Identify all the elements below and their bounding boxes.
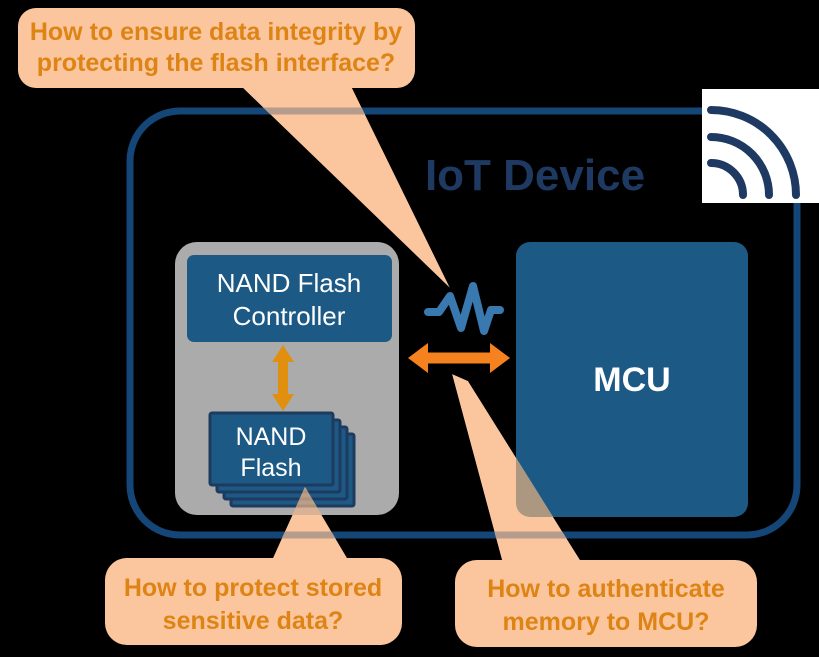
nand-flash-card bbox=[208, 411, 335, 487]
callout-top-tail-shape bbox=[243, 88, 450, 288]
wifi-arc-middle bbox=[707, 133, 773, 199]
nand-flash-stack: NAND Flash bbox=[208, 411, 356, 508]
iot-device-outline bbox=[126, 107, 801, 539]
wifi-icon-background bbox=[702, 89, 819, 203]
callout-bottom-right-body bbox=[455, 560, 757, 647]
nand-flash-controller-label-line1: NAND Flash bbox=[217, 268, 361, 298]
pulse-signal-icon bbox=[424, 282, 504, 335]
nand-flash-controller-label-line2: Controller bbox=[233, 301, 346, 331]
mcu-box bbox=[516, 242, 748, 517]
mcu-label: MCU bbox=[593, 361, 670, 399]
callout-top: How to ensure data integrity by protecti… bbox=[18, 8, 415, 88]
wifi-icon bbox=[702, 89, 819, 203]
callout-bottom-right-line2: memory to MCU? bbox=[503, 608, 710, 636]
callout-bottom-right: How to authenticate memory to MCU? bbox=[455, 560, 757, 647]
iot-device-title: IoT Device bbox=[425, 151, 645, 200]
callout-bottom-left: How to protect stored sensitive data? bbox=[105, 558, 402, 645]
wifi-arc-inner bbox=[707, 159, 747, 199]
callout-bottom-left-body bbox=[105, 558, 402, 645]
callout-bottom-left-line1: How to protect stored bbox=[124, 574, 382, 602]
callout-top-line2: protecting the flash interface? bbox=[37, 49, 395, 77]
nand-flash-label-line1: NAND bbox=[236, 423, 307, 451]
callout-top-body bbox=[18, 8, 415, 88]
controller-flash-double-arrow-icon bbox=[272, 345, 294, 411]
flash-mcu-double-arrow-icon bbox=[408, 343, 510, 373]
callout-bottom-left-line2: sensitive data? bbox=[163, 607, 344, 635]
callout-top-line1: How to ensure data integrity by bbox=[30, 18, 402, 46]
callout-top-tail bbox=[243, 88, 450, 288]
nand-flash-label-line2: Flash bbox=[240, 454, 301, 482]
wifi-arc-outer bbox=[707, 106, 800, 199]
nand-flash-controller-box bbox=[187, 255, 392, 342]
callout-bottom-left-tail-shape bbox=[273, 487, 347, 558]
callout-bottom-right-line1: How to authenticate bbox=[487, 575, 725, 603]
